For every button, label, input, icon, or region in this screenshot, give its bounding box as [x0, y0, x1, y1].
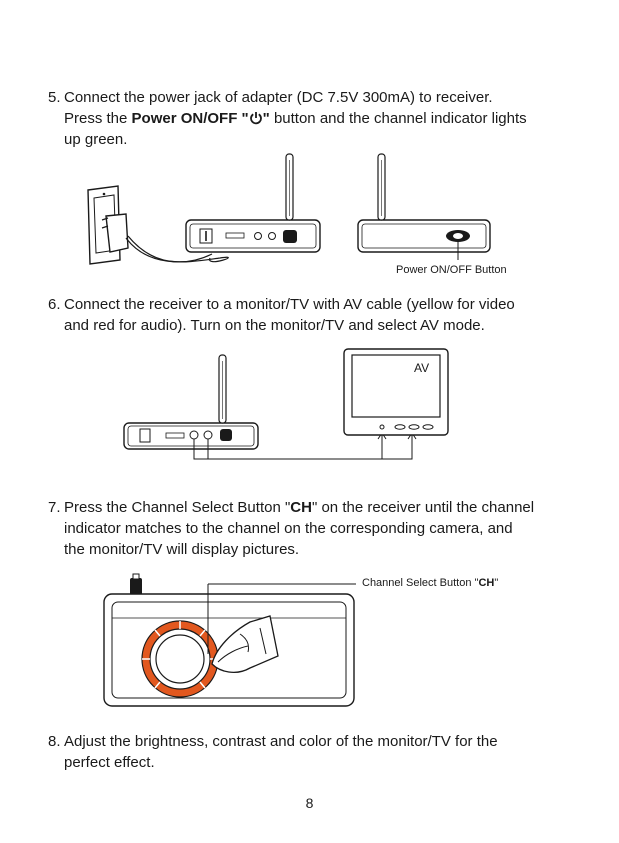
step-5: 5.Connect the power jack of adapter (DC … [48, 89, 527, 148]
hand-pressing-icon [211, 615, 279, 674]
figure-channel-select [103, 573, 356, 707]
step-text: Connect the power jack of adapter (DC 7.… [64, 89, 493, 106]
step-number: 7. [48, 499, 61, 516]
receiver-front-icon [357, 153, 491, 260]
av-cable [193, 432, 417, 460]
monitor-icon [343, 348, 449, 436]
step-number: 6. [48, 296, 61, 313]
channel-dial-icon [141, 620, 219, 698]
power-button-label: Power ON/OFF [131, 110, 238, 127]
av-screen-label: AV [414, 361, 429, 375]
power-icon [249, 112, 262, 125]
power-button-caption: Power ON/OFF Button [396, 264, 507, 276]
ch-button-label: CH [290, 499, 312, 516]
ch-button-caption: Channel Select Button "CH" [362, 577, 499, 589]
figure-monitor-connection: AV [123, 348, 449, 460]
wall-socket-icon [87, 185, 129, 265]
step-7: 7.Press the Channel Select Button "CH" o… [48, 499, 535, 558]
step-6: 6.Connect the receiver to a monitor/TV w… [48, 296, 515, 334]
step-8: 8.Adjust the brightness, contrast and co… [48, 733, 498, 771]
step-number: 5. [48, 89, 61, 106]
receiver-icon [123, 354, 259, 450]
figure-power-connection [87, 153, 491, 265]
adapter-cable [125, 237, 229, 263]
receiver-back-icon [185, 153, 321, 253]
page-number: 8 [305, 795, 314, 811]
step-number: 8. [48, 733, 61, 750]
